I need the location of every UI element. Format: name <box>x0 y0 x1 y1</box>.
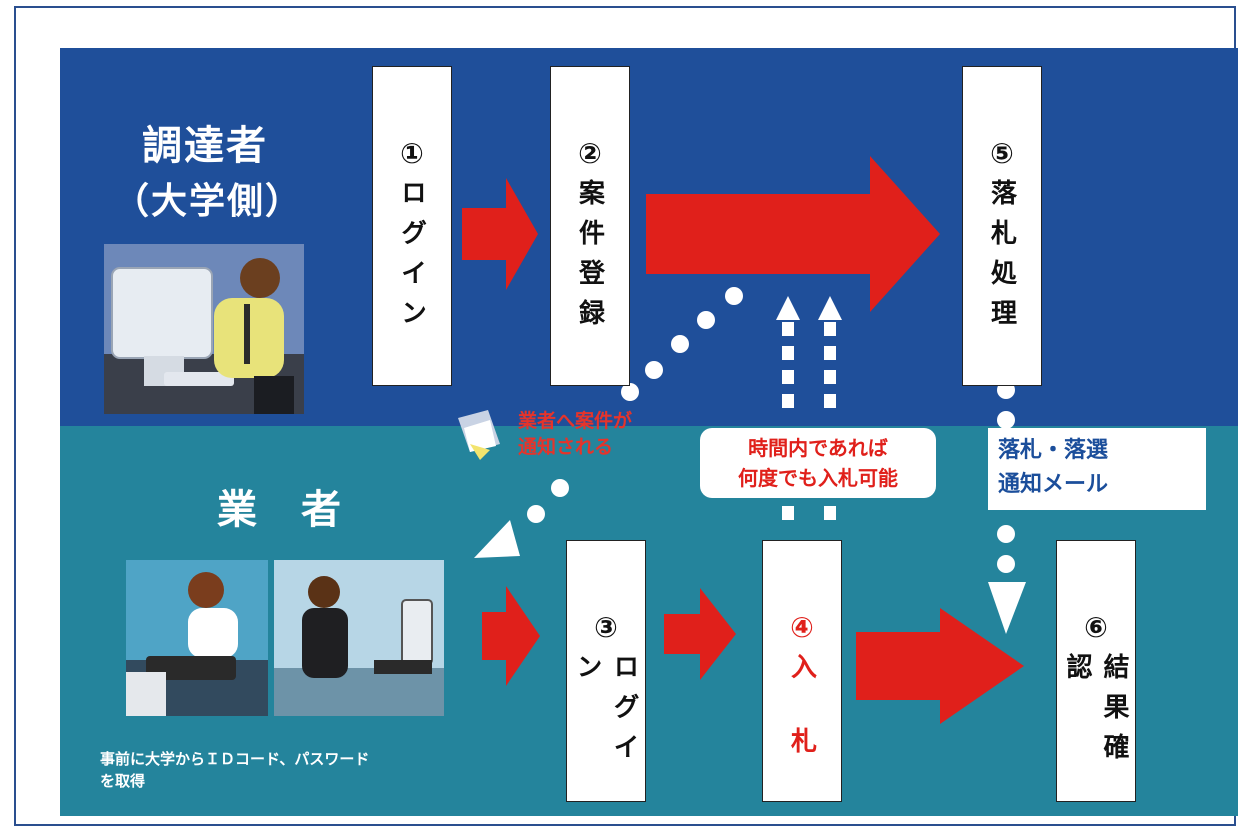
vendor-caption: 事前に大学からＩＤコード、パスワード を取得 <box>100 748 540 792</box>
arrow-bid-to-result <box>856 608 1024 724</box>
rebid-callout-line2: 何度でも入札可能 <box>738 466 898 490</box>
step-award-processing: ⑤ 落札処理 <box>962 66 1042 386</box>
arrow-login-to-bid <box>664 588 736 680</box>
notification-dots <box>527 287 743 523</box>
notify-note-line1: 業者へ案件が <box>518 410 633 432</box>
arrow-register-to-award <box>646 156 940 312</box>
arrow-vendor-to-login <box>482 586 540 686</box>
step-register-case: ② 案件登録 <box>550 66 630 386</box>
step-result-check: ⑥ 結果確認 <box>1056 540 1136 802</box>
rebid-arrowhead-left <box>776 296 800 320</box>
notification-arrowhead <box>474 520 520 558</box>
step-label: 案件登録 <box>574 179 605 339</box>
step-number: ⑥ <box>1084 611 1108 644</box>
rebid-callout-line1: 時間内であれば <box>748 436 888 460</box>
rebid-callout: 時間内であれば 何度でも入札可能 <box>700 428 936 498</box>
result-mail-line1: 落札・落選 <box>998 438 1109 463</box>
step-label: 結果確認 <box>1062 653 1129 773</box>
step-label: 入札 <box>786 653 817 801</box>
step-number: ② <box>578 137 602 170</box>
step-label: ログイン <box>572 653 639 773</box>
notify-note-line2: 通知される <box>518 436 614 458</box>
diagram-frame: 調達者 （大学側） <box>14 6 1238 826</box>
rebid-arrowhead-right <box>818 296 842 320</box>
procurer-illustration <box>104 244 304 414</box>
procurer-subtitle: （大学側） <box>112 181 303 222</box>
step-bid: ④ 入札 <box>762 540 842 802</box>
procurer-title: 調達者 <box>142 123 268 169</box>
step-login-procurer: ① ログイン <box>372 66 452 386</box>
step-label: ログイン <box>396 179 427 339</box>
step-login-vendor: ③ ログイン <box>566 540 646 802</box>
flow-stage: 調達者 （大学側） <box>60 48 1238 816</box>
step-number: ⑤ <box>990 137 1014 170</box>
envelope-icon <box>458 410 500 460</box>
vendor-caption-line1: 事前に大学からＩＤコード、パスワード <box>100 750 370 768</box>
vendor-illustration-1 <box>126 560 268 716</box>
arrow-login-to-register <box>462 178 538 290</box>
step-number: ④ <box>790 611 814 644</box>
vendor-illustration-2 <box>274 560 444 716</box>
step-number: ③ <box>594 611 618 644</box>
notify-note: 業者へ案件が 通知される <box>518 408 718 460</box>
step-label: 落札処理 <box>986 179 1017 339</box>
vendor-title: 業 者 <box>217 487 343 533</box>
vendor-caption-line2: を取得 <box>100 772 146 790</box>
step-number: ① <box>400 137 424 170</box>
mail-arrowhead <box>988 582 1026 634</box>
result-mail-line2: 通知メール <box>998 472 1109 497</box>
result-mail-note: 落札・落選 通知メール <box>988 428 1206 510</box>
flow-graphics <box>458 156 1026 724</box>
